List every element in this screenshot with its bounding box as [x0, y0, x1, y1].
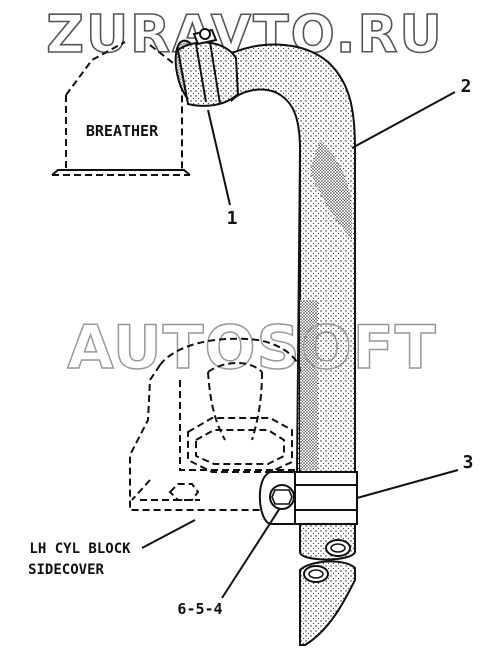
leader-line-3 — [356, 469, 459, 499]
sidecover-label-line2: SIDECOVER — [28, 562, 104, 578]
watermark-middle: AUTOSOFT — [67, 313, 436, 383]
leader-line-2 — [351, 91, 456, 149]
callout-2: 2 — [461, 76, 472, 97]
breather-tube — [226, 43, 356, 473]
hose-clamp — [174, 28, 240, 107]
leader-line-1 — [207, 109, 231, 206]
sidecover-outline — [129, 337, 301, 511]
breather-label: BREATHER — [86, 122, 159, 140]
tube-lower-section — [299, 523, 356, 561]
breather-housing — [51, 41, 191, 176]
leader-line-sidecover — [141, 519, 196, 549]
leader-line-ref — [221, 507, 281, 599]
clamp-bolt-head — [269, 484, 295, 510]
callout-3: 3 — [463, 452, 474, 473]
sidecover-label-line1: LH CYL BLOCK — [29, 541, 131, 557]
ref-code-label: 6-5-4 — [177, 600, 222, 618]
tube-cut-end — [299, 560, 356, 646]
callout-1: 1 — [227, 208, 238, 229]
